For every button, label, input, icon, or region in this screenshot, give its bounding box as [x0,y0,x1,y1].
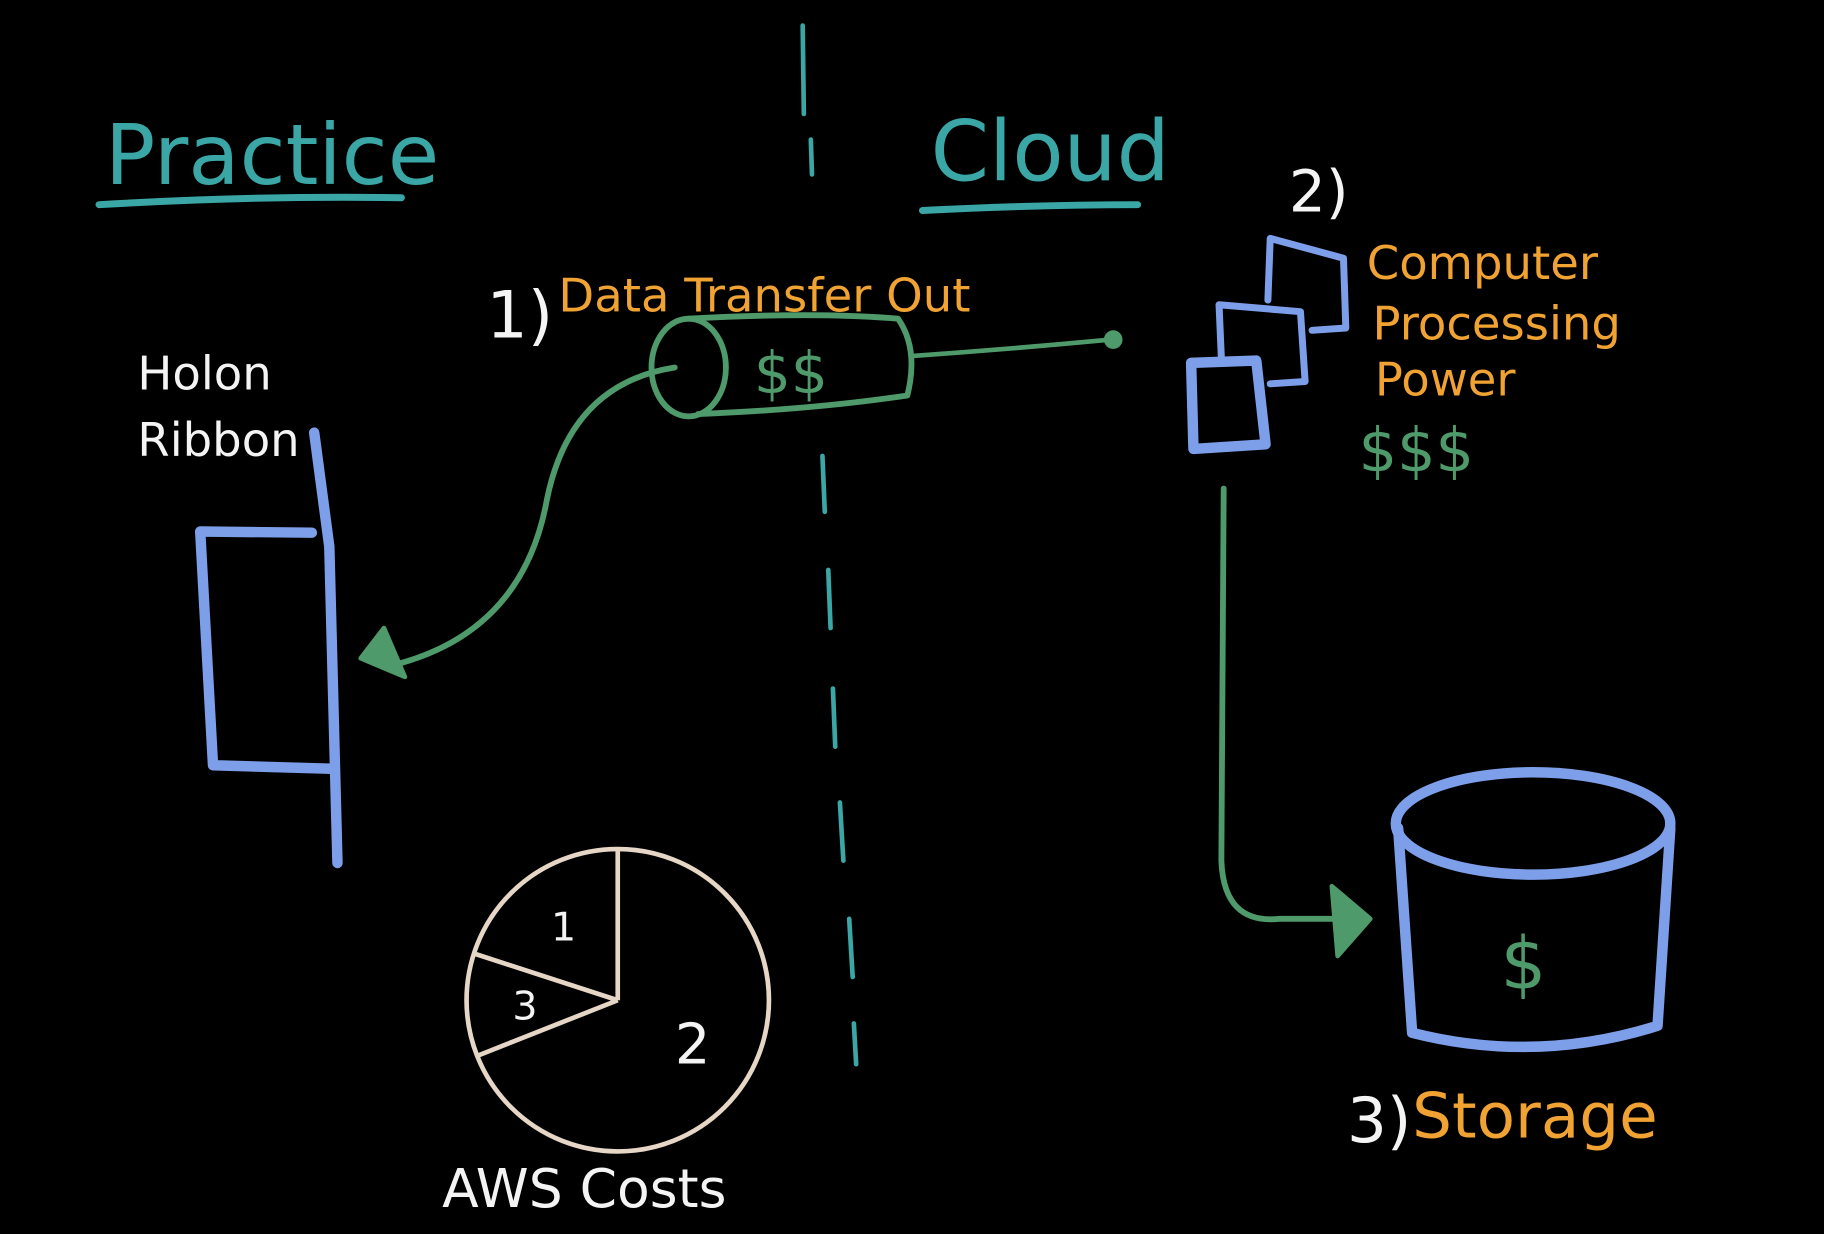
pie-title: AWS Costs [442,1157,726,1220]
ribbon-label-line1: Holon [137,347,271,401]
storage-arrowhead [1329,883,1373,959]
cloud-title: Cloud [931,102,1170,200]
compute-label-line2: Processing [1373,297,1621,351]
cloud-to-pipe-connector [910,337,1114,359]
pie-slice-label: 1 [551,905,576,951]
item-2-number: 2) [1289,158,1349,226]
data-transfer-cost: $$ [754,339,828,407]
item-1-number: 1) [486,278,553,353]
compute-to-storage-arrow [1218,485,1341,923]
ribbon-label-line2: Ribbon [137,413,299,467]
storage-cost: $ [1501,923,1547,1007]
practice-title: Practice [105,106,439,204]
compute-instances-icon [1185,234,1350,455]
cloud-underline [918,201,1142,215]
transfer-arrowhead [358,625,408,680]
connector-dot [1103,330,1123,349]
practice-underline [95,193,405,209]
pie-slice-label: 3 [512,983,537,1029]
aws-costs-pie: 13 2 [464,846,772,1154]
divider-dashed-line [800,23,859,1067]
item-3-number: 3) [1347,1084,1411,1157]
data-pipe-cylinder [648,312,915,420]
compute-cost: $$$ [1359,416,1474,486]
storage-label: Storage [1412,1079,1658,1152]
compute-label-line1: Computer [1367,236,1599,290]
holon-ribbon-shape [194,427,343,869]
transfer-arrow-to-ribbon [398,364,678,666]
compute-label-line3: Power [1375,352,1517,406]
pie-slice-boundary [473,951,619,1003]
storage-database-icon [1390,767,1676,1053]
pie-slice-label: 2 [675,1012,711,1077]
pie-slice-boundary [476,998,619,1059]
